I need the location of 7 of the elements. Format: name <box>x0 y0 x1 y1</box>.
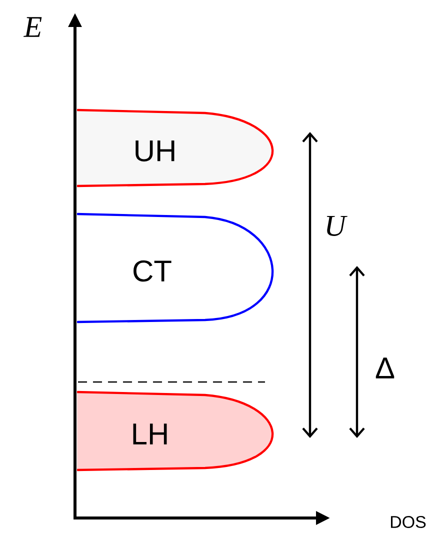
gap-label: Δ <box>376 358 394 378</box>
axis-label: E <box>24 17 42 37</box>
band-lobe: LH <box>76 390 274 472</box>
band-lobe: CT <box>76 212 274 324</box>
gap-label: U <box>326 216 348 236</box>
band-lobe: UH <box>76 108 274 188</box>
axis-label: DOS <box>390 516 426 528</box>
